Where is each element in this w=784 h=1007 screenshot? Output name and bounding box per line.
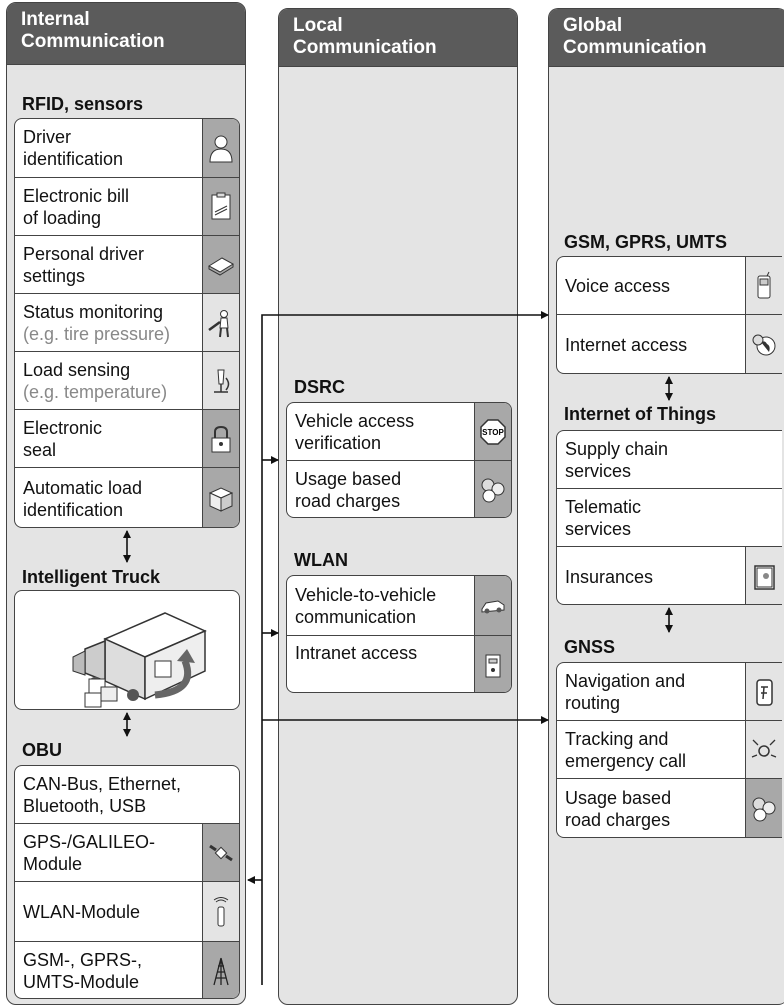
item-label: Driver identification bbox=[23, 127, 124, 169]
obu-item-gps-module: GPS-/GALILEO- Module bbox=[15, 824, 239, 882]
gsm-item-voice-access: Voice access bbox=[557, 257, 782, 315]
group-title-gnss: GNSS bbox=[564, 637, 616, 657]
item-label: Supply chain services bbox=[565, 438, 669, 481]
car-icon bbox=[474, 576, 511, 635]
obu-item-wlan-module: WLAN-Module bbox=[15, 882, 239, 942]
item-label-sub: (e.g. tire pressure) bbox=[23, 323, 171, 344]
item-label: Vehicle-to-vehicle communication bbox=[295, 584, 437, 627]
coins-icon bbox=[474, 461, 511, 517]
gsm-item-internet-access: Internet access bbox=[557, 315, 782, 373]
group-title-gsm: GSM, GPRS, UMTS bbox=[564, 232, 728, 252]
item-label: Electronic seal bbox=[23, 417, 103, 460]
intelligent-truck-box bbox=[14, 590, 240, 710]
rfid-group: Driver identification Electronic bill of… bbox=[14, 118, 240, 528]
group-title-obu: OBU bbox=[22, 740, 62, 760]
item-label-main: Load sensing bbox=[23, 359, 131, 380]
column-title-text: Global Communication bbox=[563, 15, 707, 58]
rfid-item-electronic-seal: Electronic seal bbox=[15, 410, 239, 468]
item-label: Personal driver settings bbox=[23, 243, 145, 286]
item-label: Usage based road charges bbox=[295, 469, 402, 511]
dsrc-group: Vehicle access verification STOP Usage b… bbox=[286, 402, 512, 518]
stop-sign-text: STOP bbox=[482, 428, 504, 437]
item-label: GSM-, GPRS-, UMTS-Module bbox=[23, 950, 143, 992]
phone-icon bbox=[745, 257, 782, 314]
dsrc-item-usage-based-road-charges: Usage based road charges bbox=[287, 461, 511, 517]
certificate-icon bbox=[745, 547, 782, 604]
group-title-rfid: RFID, sensors bbox=[22, 94, 144, 114]
document-icon bbox=[202, 178, 239, 235]
group-title-intelligent-truck: Intelligent Truck bbox=[22, 567, 161, 587]
wlan-item-intranet-access: Intranet access bbox=[287, 636, 511, 692]
antenna-icon bbox=[202, 882, 239, 941]
gnss-item-navigation-and-routing: Navigation and routing bbox=[557, 663, 782, 721]
obu-item-can-bus: CAN-Bus, Ethernet, Bluetooth, USB bbox=[15, 766, 239, 824]
wlan-item-vehicle-to-vehicle: Vehicle-to-vehicle communication bbox=[287, 576, 511, 636]
mechanic-icon bbox=[202, 294, 239, 351]
gnss-item-usage-based-road-charges: Usage based road charges bbox=[557, 779, 782, 837]
item-label: Telematic services bbox=[565, 496, 642, 539]
globe-icon bbox=[745, 315, 782, 373]
group-title-dsrc: DSRC bbox=[294, 377, 346, 397]
rfid-item-status-monitoring: Status monitoring(e.g. tire pressure) bbox=[15, 294, 239, 352]
rfid-item-driver-identification: Driver identification bbox=[15, 119, 239, 178]
iot-item-supply-chain-services: Supply chain services bbox=[557, 431, 782, 489]
truck-icon bbox=[72, 612, 207, 708]
item-label: Insurances bbox=[565, 566, 654, 587]
item-label: Intranet access bbox=[295, 643, 418, 663]
iot-item-telematic-services: Telematic services bbox=[557, 489, 782, 547]
package-icon bbox=[202, 468, 239, 527]
item-label-sub: (e.g. temperature) bbox=[23, 381, 168, 402]
item-label: Status monitoring(e.g. tire pressure) bbox=[23, 294, 170, 351]
item-label-main: Status monitoring bbox=[23, 301, 164, 322]
item-label: WLAN-Module bbox=[23, 901, 141, 922]
column-title-local: Local Communication bbox=[279, 9, 517, 67]
group-title-iot: Internet of Things bbox=[564, 404, 716, 424]
gsm-group: Voice access Internet access bbox=[556, 256, 782, 374]
iot-item-insurances: Insurances bbox=[557, 547, 782, 604]
alarm-icon bbox=[745, 721, 782, 778]
item-label: GPS-/GALILEO- Module bbox=[23, 831, 156, 874]
microscope-icon bbox=[202, 352, 239, 409]
obu-group: CAN-Bus, Ethernet, Bluetooth, USB GPS-/G… bbox=[14, 765, 240, 999]
iot-group: Supply chain services Telematic services… bbox=[556, 430, 782, 605]
rfid-item-load-sensing: Load sensing(e.g. temperature) bbox=[15, 352, 239, 410]
person-icon bbox=[202, 119, 239, 177]
item-label: Internet access bbox=[565, 335, 688, 355]
dsrc-item-vehicle-access-verification: Vehicle access verification STOP bbox=[287, 403, 511, 461]
coins-icon bbox=[745, 779, 782, 837]
column-title-text: Internal Communication bbox=[21, 9, 165, 52]
navigation-device-icon bbox=[745, 663, 782, 720]
item-label: Load sensing(e.g. temperature) bbox=[23, 352, 167, 409]
rfid-item-automatic-load-identification: Automatic load identification bbox=[15, 468, 239, 527]
wlan-group: Vehicle-to-vehicle communication Intrane… bbox=[286, 575, 512, 693]
group-title-wlan: WLAN bbox=[294, 550, 348, 570]
item-label: Tracking and emergency call bbox=[565, 728, 687, 771]
item-label: Voice access bbox=[565, 275, 671, 296]
obu-item-gsm-module: GSM-, GPRS-, UMTS-Module bbox=[15, 942, 239, 998]
stop-sign-icon: STOP bbox=[474, 403, 511, 460]
column-title-global: Global Communication bbox=[549, 9, 784, 67]
rfid-item-bill-of-loading: Electronic bill of loading bbox=[15, 178, 239, 236]
item-label: Automatic load identification bbox=[23, 477, 143, 520]
satellite-icon bbox=[202, 824, 239, 881]
item-label: Electronic bill of loading bbox=[23, 185, 130, 228]
column-title-text: Local Communication bbox=[293, 15, 437, 58]
padlock-icon bbox=[202, 410, 239, 467]
gnss-group: Navigation and routing Tracking and emer… bbox=[556, 662, 782, 838]
tower-icon bbox=[202, 942, 239, 998]
server-icon bbox=[474, 636, 511, 692]
item-label: Navigation and routing bbox=[565, 670, 686, 713]
card-icon bbox=[202, 236, 239, 293]
gnss-item-tracking-and-emergency-call: Tracking and emergency call bbox=[557, 721, 782, 779]
item-label: Usage based road charges bbox=[565, 788, 672, 830]
item-label: CAN-Bus, Ethernet, Bluetooth, USB bbox=[23, 773, 182, 816]
item-label: Vehicle access verification bbox=[295, 410, 415, 453]
rfid-item-personal-driver-settings: Personal driver settings bbox=[15, 236, 239, 294]
column-title-internal: Internal Communication bbox=[7, 3, 245, 65]
